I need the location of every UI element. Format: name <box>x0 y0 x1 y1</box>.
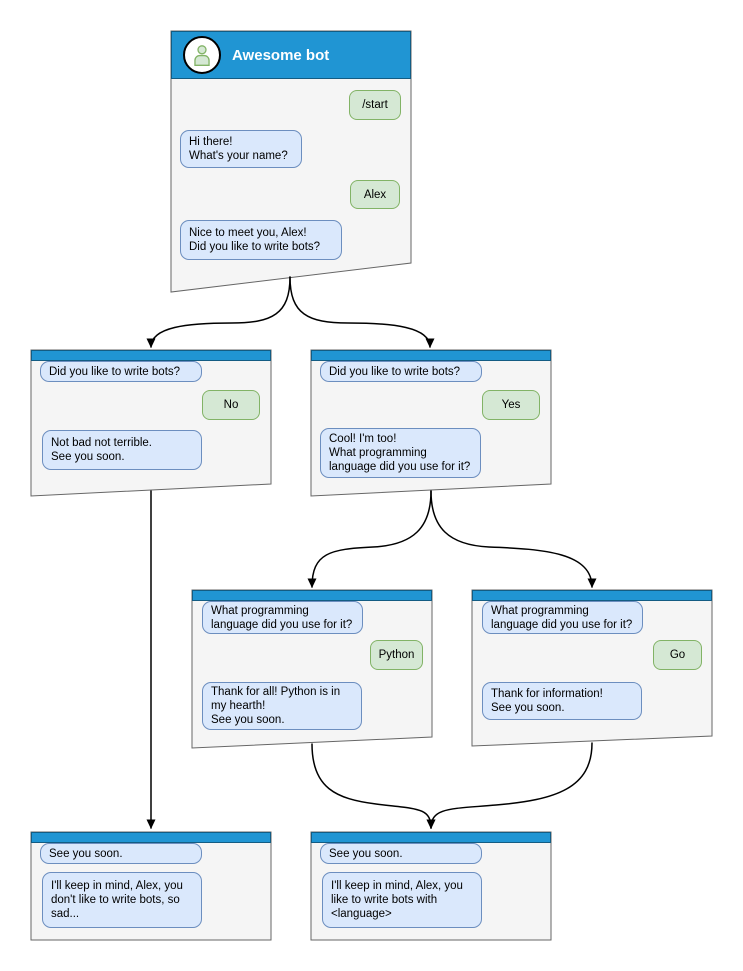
window-title-bar: Awesome bot <box>171 31 411 79</box>
window-title-bar <box>31 832 271 843</box>
bot-message: See you soon. <box>320 843 482 864</box>
bot-message: Thank for information! See you soon. <box>482 682 642 720</box>
bot-message: I'll keep in mind, Alex, you don't like … <box>42 872 202 928</box>
window-title-bar <box>472 590 712 601</box>
bot-message: What programming language did you use fo… <box>482 601 643 634</box>
user-message: No <box>202 390 260 420</box>
chat-window-branch-no: Did you like to write bots? No Not bad n… <box>31 350 271 496</box>
chat-window-branch-yes: Did you like to write bots? Yes Cool! I'… <box>311 350 551 496</box>
bot-message: Cool! I'm too! What programming language… <box>320 428 481 478</box>
window-title-bar <box>192 590 432 601</box>
chat-window-root: Awesome bot /start Hi there! What's your… <box>171 31 411 292</box>
edge-python-to-end <box>311 743 436 829</box>
window-title-bar <box>311 832 551 843</box>
bot-message: Nice to meet you, Alex! Did you like to … <box>180 220 342 260</box>
bot-message: I'll keep in mind, Alex, you like to wri… <box>322 872 482 928</box>
edge-root-to-no <box>146 276 291 348</box>
chat-window-end-no: See you soon. I'll keep in mind, Alex, y… <box>31 832 271 940</box>
bot-avatar <box>183 36 221 74</box>
bot-message: Not bad not terrible. See you soon. <box>42 430 202 470</box>
user-message: Python <box>370 640 423 670</box>
window-title-bar <box>31 350 271 361</box>
chat-window-branch-python: What programming language did you use fo… <box>192 590 432 748</box>
window-title: Awesome bot <box>232 47 330 64</box>
window-title-bar <box>311 350 551 361</box>
user-message: /start <box>349 90 401 120</box>
bot-message: What programming language did you use fo… <box>202 601 363 634</box>
chat-window-end-yes: See you soon. I'll keep in mind, Alex, y… <box>311 832 551 940</box>
user-message: Alex <box>350 180 400 209</box>
user-message: Go <box>653 640 702 670</box>
user-icon <box>194 45 210 66</box>
bot-message: See you soon. <box>40 843 202 864</box>
edge-go-to-end <box>426 742 593 829</box>
bot-message: Hi there! What's your name? <box>180 130 302 168</box>
user-message: Yes <box>482 390 540 420</box>
edge-yes-to-go <box>430 490 597 588</box>
bot-message: Did you like to write bots? <box>320 361 482 382</box>
edge-yes-to-python <box>307 490 432 588</box>
edge-root-to-yes <box>289 276 435 348</box>
bot-message: Thank for all! Python is in my hearth! S… <box>202 682 362 730</box>
bot-message: Did you like to write bots? <box>40 361 202 382</box>
chat-window-branch-go: What programming language did you use fo… <box>472 590 712 746</box>
